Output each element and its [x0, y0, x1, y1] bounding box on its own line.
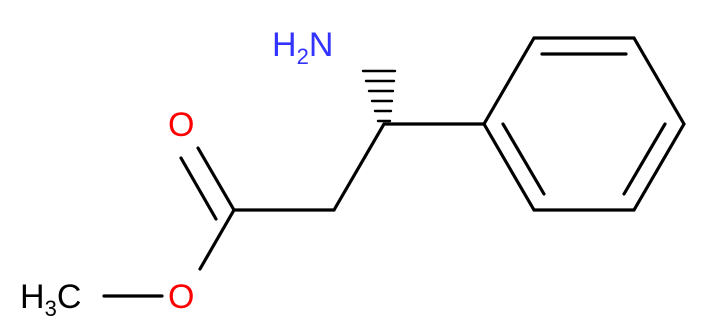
benzene-ring — [482, 36, 686, 212]
ring-double-bond — [622, 122, 667, 196]
ring-bond — [482, 122, 536, 212]
amine-label: H2N — [272, 26, 333, 69]
carbonyl-oxygen-label: O — [168, 106, 194, 144]
ester-oxygen-label: O — [168, 278, 194, 316]
ring-bond — [482, 36, 536, 126]
methyl-label: H3C — [20, 278, 81, 321]
bond-carbonyl-double-b — [179, 156, 218, 221]
bond-carbonyl-double-a — [196, 146, 236, 212]
ring-bond — [632, 122, 686, 212]
ring-bond — [632, 36, 686, 126]
bond-stereocenter-ch2 — [332, 122, 386, 212]
bond-carbonyl-ester-oxygen — [198, 208, 236, 271]
ring-double-bond — [501, 122, 546, 196]
hashed-wedge-bond — [361, 69, 397, 123]
